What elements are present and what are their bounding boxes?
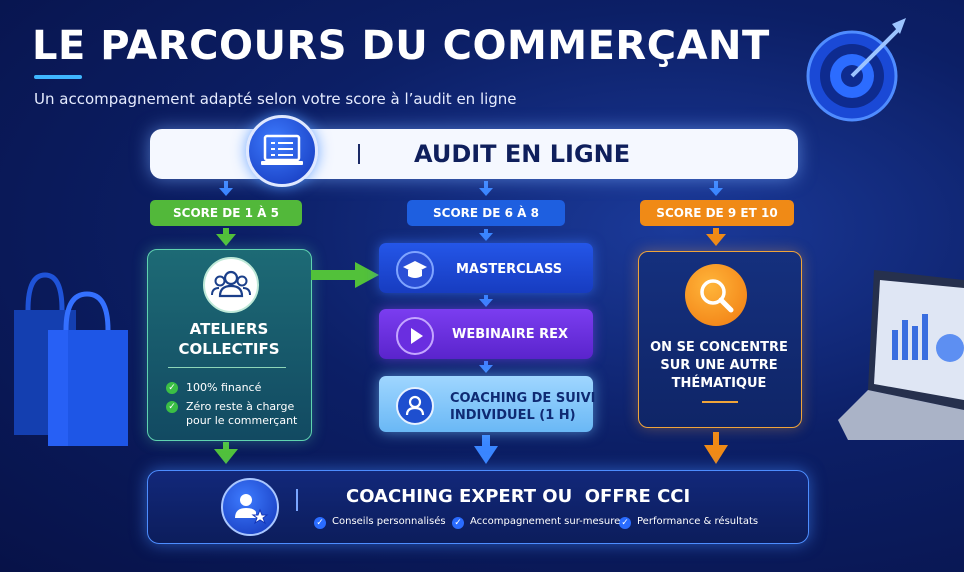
score-badge-mid: SCORE DE 6 À 8 [407, 200, 565, 226]
score-badge-low: SCORE DE 1 À 5 [150, 200, 302, 226]
checklist-laptop-icon [246, 115, 318, 187]
check-icon: ✓ [166, 382, 178, 394]
coaching-expert-title: COACHING EXPERT OU OFFRE CCI [346, 486, 691, 507]
ateliers-divider [168, 367, 286, 368]
webinaire-label: WEBINAIRE REX [452, 327, 569, 342]
thematique-divider [702, 401, 738, 403]
ateliers-feature: Zéro reste à charge [186, 400, 295, 413]
coaching-label-line1: COACHING DE SUIVI [450, 391, 596, 406]
arrow-right-icon [311, 262, 379, 288]
check-icon: ✓ [314, 517, 326, 529]
check-icon: ✓ [452, 517, 464, 529]
thematique-line3: THÉMATIQUE [671, 376, 767, 391]
person-icon [396, 387, 434, 425]
bottom-separator [296, 489, 298, 511]
title-underline [34, 75, 82, 79]
expert-feature: Conseils personnalisés [332, 516, 446, 527]
ateliers-title-line1: ATELIERS [189, 320, 269, 338]
audit-label: AUDIT EN LIGNE [414, 140, 631, 168]
masterclass-label: MASTERCLASS [456, 262, 563, 277]
thematique-line2: SUR UNE AUTRE [660, 358, 778, 373]
page-subtitle: Un accompagnement adapté selon votre sco… [34, 90, 517, 108]
ateliers-feature: 100% financé [186, 381, 262, 394]
laptop-icon [838, 270, 964, 440]
check-icon: ✓ [166, 401, 178, 413]
play-icon [396, 317, 434, 355]
thematique-line1: ON SE CONCENTRE [650, 340, 788, 355]
expert-feature: Accompagnement sur-mesure [470, 516, 621, 527]
graduation-cap-icon [396, 251, 434, 289]
shopping-bag-icon [48, 291, 128, 446]
magnifier-icon [685, 264, 747, 326]
people-group-icon [203, 257, 259, 313]
expert-feature: Performance & résultats [637, 516, 759, 527]
ateliers-title-line2: COLLECTIFS [178, 340, 280, 358]
ateliers-feature: pour le commerçant [186, 414, 298, 427]
target-icon [806, 18, 906, 122]
audit-separator [358, 144, 360, 164]
user-star-icon [221, 478, 279, 536]
page-title: LE PARCOURS DU COMMERÇANT [32, 23, 770, 69]
coaching-label-line2: INDIVIDUEL (1 H) [450, 408, 576, 423]
score-badge-high: SCORE DE 9 ET 10 [640, 200, 794, 226]
check-icon: ✓ [619, 517, 631, 529]
